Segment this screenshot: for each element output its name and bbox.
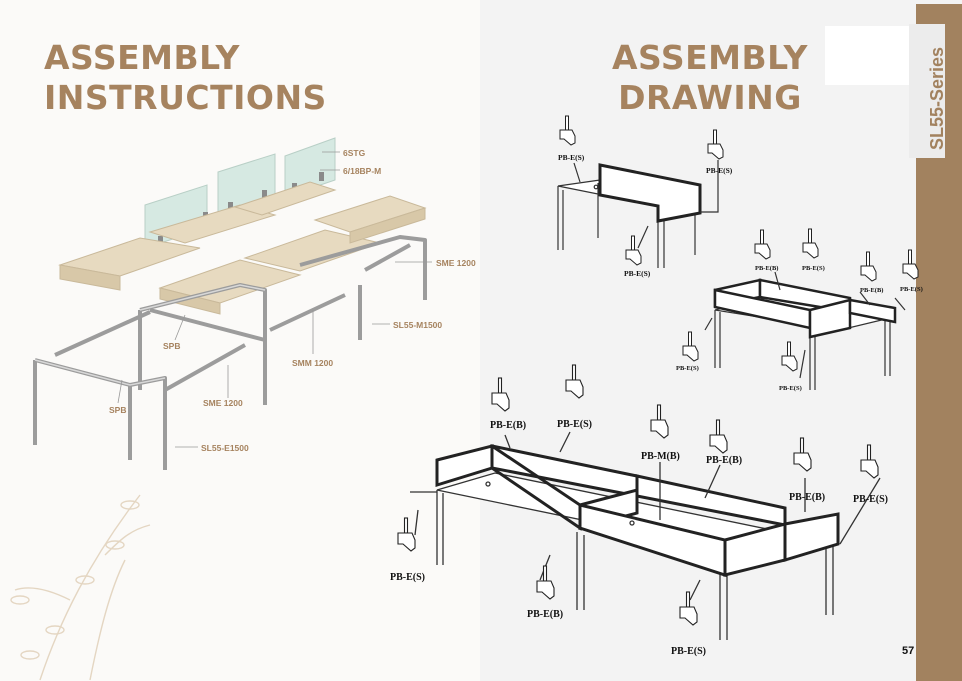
label-d1-3: PB-E(S)	[624, 269, 651, 278]
exploded-assembly: 6STG 6/18BP-M SME 1200 SL55-M1500 SPB SM…	[10, 137, 476, 681]
callout-smm-1200: SMM 1200	[292, 358, 333, 368]
drawing-quad-desk	[410, 431, 881, 640]
drawing-double-desk	[704, 271, 906, 390]
title-line-2: INSTRUCTIONS	[44, 78, 327, 117]
assembly-instructions-title: ASSEMBLY INSTRUCTIONS	[44, 38, 327, 118]
assembly-drawing-title: ASSEMBLY DRAWING	[612, 38, 808, 118]
desktops	[58, 181, 427, 315]
callout-sl55-m1500: SL55-M1500	[393, 320, 442, 330]
leader-lines	[117, 151, 432, 448]
series-tab	[909, 24, 945, 158]
label-d2-3: PB-E(B)	[860, 287, 883, 294]
label-d3-7: PB-E(S)	[390, 572, 425, 583]
callout-sl55-e1500: SL55-E1500	[201, 443, 249, 453]
label-d2-1: PB-E(B)	[755, 265, 778, 272]
title-line-1: ASSEMBLY	[44, 38, 240, 77]
label-d2-6: PB-E(S)	[779, 385, 802, 392]
label-d3-1: PB-E(B)	[490, 420, 526, 431]
label-d2-4: PB-E(S)	[900, 286, 923, 293]
callout-sme-1200-top: SME 1200	[436, 258, 476, 268]
label-d2-5: PB-E(S)	[676, 365, 699, 372]
page-number: 57	[902, 645, 915, 657]
title-line-1: ASSEMBLY	[612, 38, 808, 77]
blank-panel	[825, 26, 909, 85]
label-d3-9: PB-E(S)	[671, 646, 706, 657]
decorative-plant	[10, 494, 151, 681]
callout-spb-bottom: SPB	[109, 405, 126, 415]
drawing-single-desk	[557, 160, 719, 268]
label-d3-8: PB-E(B)	[527, 609, 563, 620]
callout-bracket: 6/18BP-M	[343, 166, 381, 176]
callout-spb-top: SPB	[163, 341, 180, 351]
label-d1-1: PB-E(S)	[558, 153, 585, 162]
callout-6stg: 6STG	[343, 148, 366, 158]
left-page	[0, 0, 480, 681]
callout-sme-1200-bottom: SME 1200	[203, 398, 243, 408]
title-line-2: DRAWING	[618, 78, 802, 117]
label-d3-3: PB-M(B)	[641, 451, 680, 462]
label-d3-6: PB-E(S)	[853, 494, 888, 505]
label-d3-2: PB-E(S)	[557, 419, 592, 430]
label-d3-5: PB-E(B)	[789, 492, 825, 503]
label-d2-2: PB-E(S)	[802, 265, 825, 272]
label-d1-2: PB-E(S)	[706, 166, 733, 175]
label-d3-4: PB-E(B)	[706, 455, 742, 466]
